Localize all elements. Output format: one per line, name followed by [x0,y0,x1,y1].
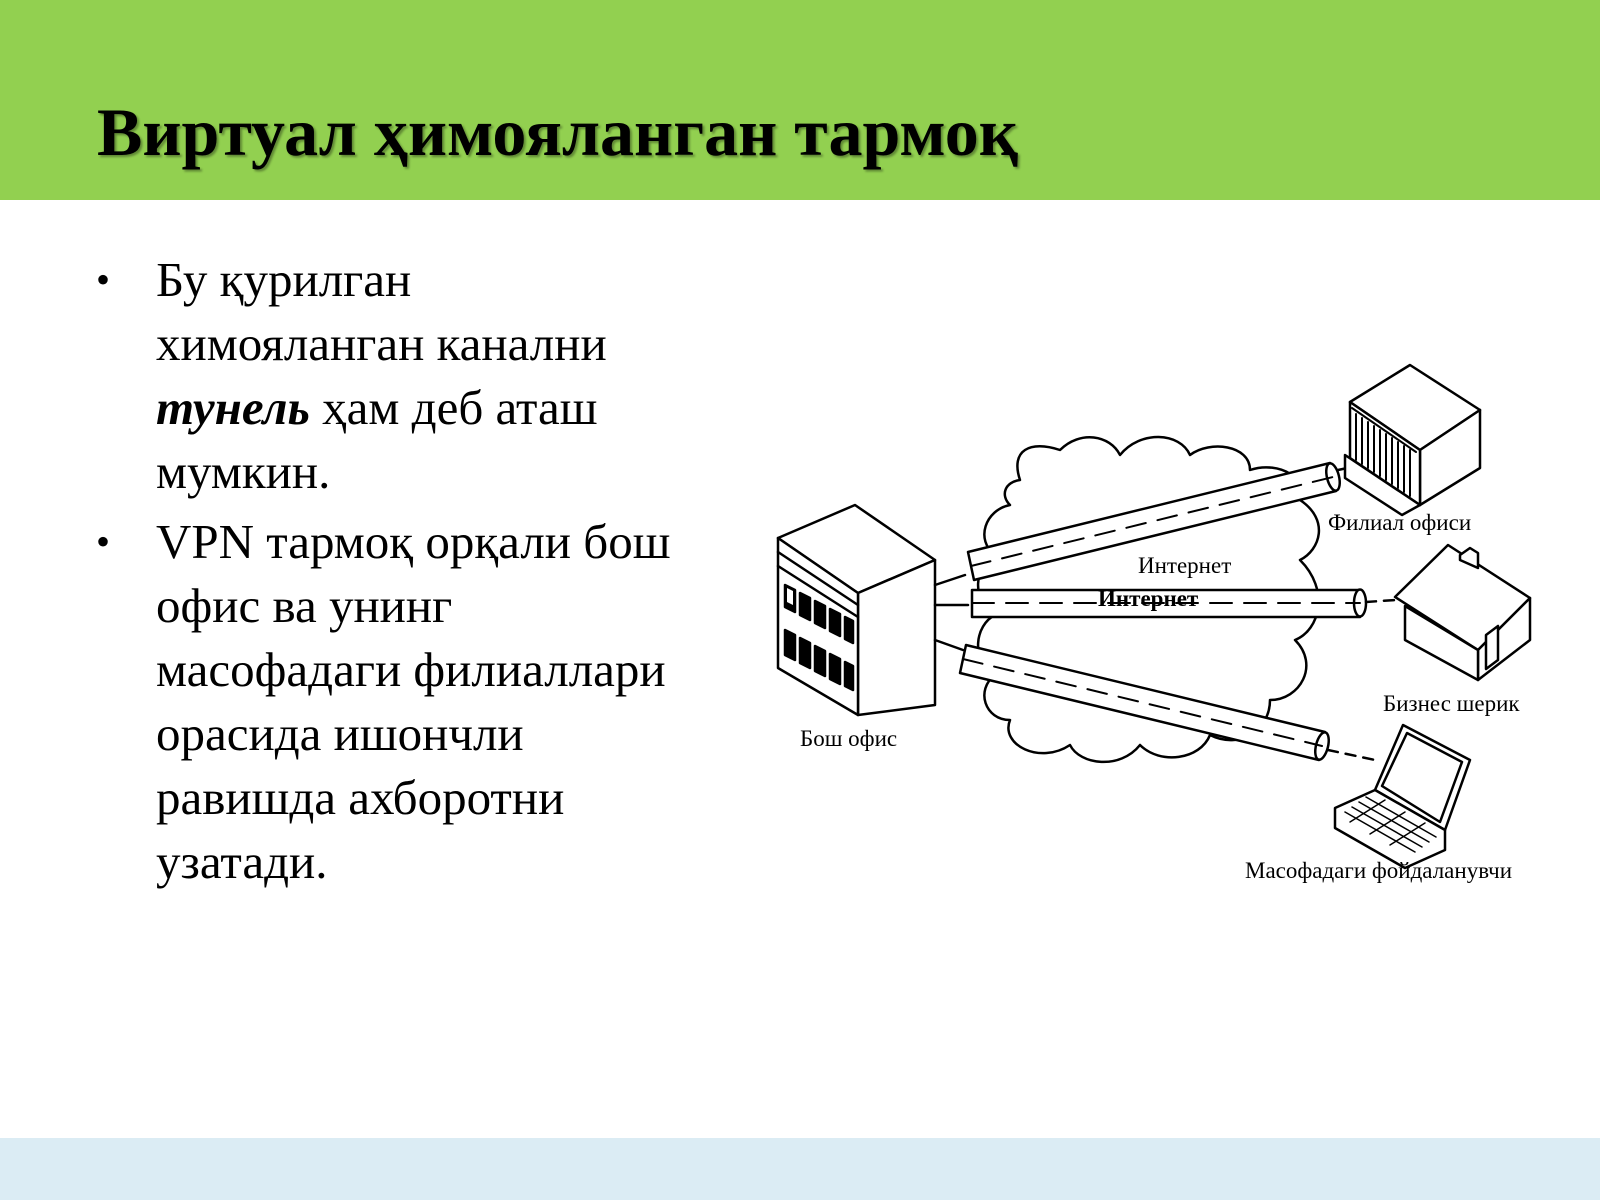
business-partner-house-icon [1393,543,1532,682]
bullet-text-line: узатади. [156,834,328,889]
bullet-text-line: химояланган канални [156,316,607,371]
bullet-text-line: VPN тармоқ орқали бош [156,514,671,569]
footer-band [0,1138,1600,1200]
main-office-building-icon [776,503,937,717]
bullet-text-line: равишда ахборотни [156,770,565,825]
connector-line [1326,748,1377,762]
vpn-tunnel-remote [958,643,1330,762]
bullet-text-line: мумкин. [156,444,331,499]
bullet-text-line: ҳам деб аташ [309,380,598,435]
vpn-tunnel-branch [966,461,1341,582]
bullet-marker: • [96,519,111,564]
connector-line [1364,598,1397,604]
bullet-text-line: офис ва унинг [156,578,453,633]
bullet-list: • Бу қурилган химояланган канални тунель… [90,248,730,900]
branch-office-label: Филиал офиси [1328,510,1471,535]
business-partner-label: Бизнес шерик [1383,691,1520,716]
connector-line [933,573,967,587]
bullet-item: • Бу қурилган химояланган канални тунель… [90,248,730,504]
slide-title: Виртуал ҳимояланган тармоқ [97,94,1018,170]
remote-user-label: Масофадаги фойдаланувчи [1245,858,1512,883]
internet-label: Интернет [1138,553,1231,578]
footer-notch [0,1134,165,1140]
title-bar [0,0,1600,200]
bullet-text-line: орасида ишончли [156,706,524,761]
tunnel-term: тунель [156,380,310,435]
bullet-text-line: масофадаги филиаллари [156,642,666,697]
bullet-marker: • [96,257,111,302]
vpn-tunnel-partner [970,588,1368,619]
main-office-label: Бош офис [800,726,897,751]
internet-overlay-label: Интернет [1098,586,1199,611]
bullet-text-line: Бу қурилган [156,252,412,307]
bullet-item: • VPN тармоқ орқали бош офис ва унинг ма… [90,510,730,894]
branch-office-server-icon [1343,363,1482,517]
connector-line [933,638,965,652]
remote-user-laptop-icon [1333,723,1472,870]
